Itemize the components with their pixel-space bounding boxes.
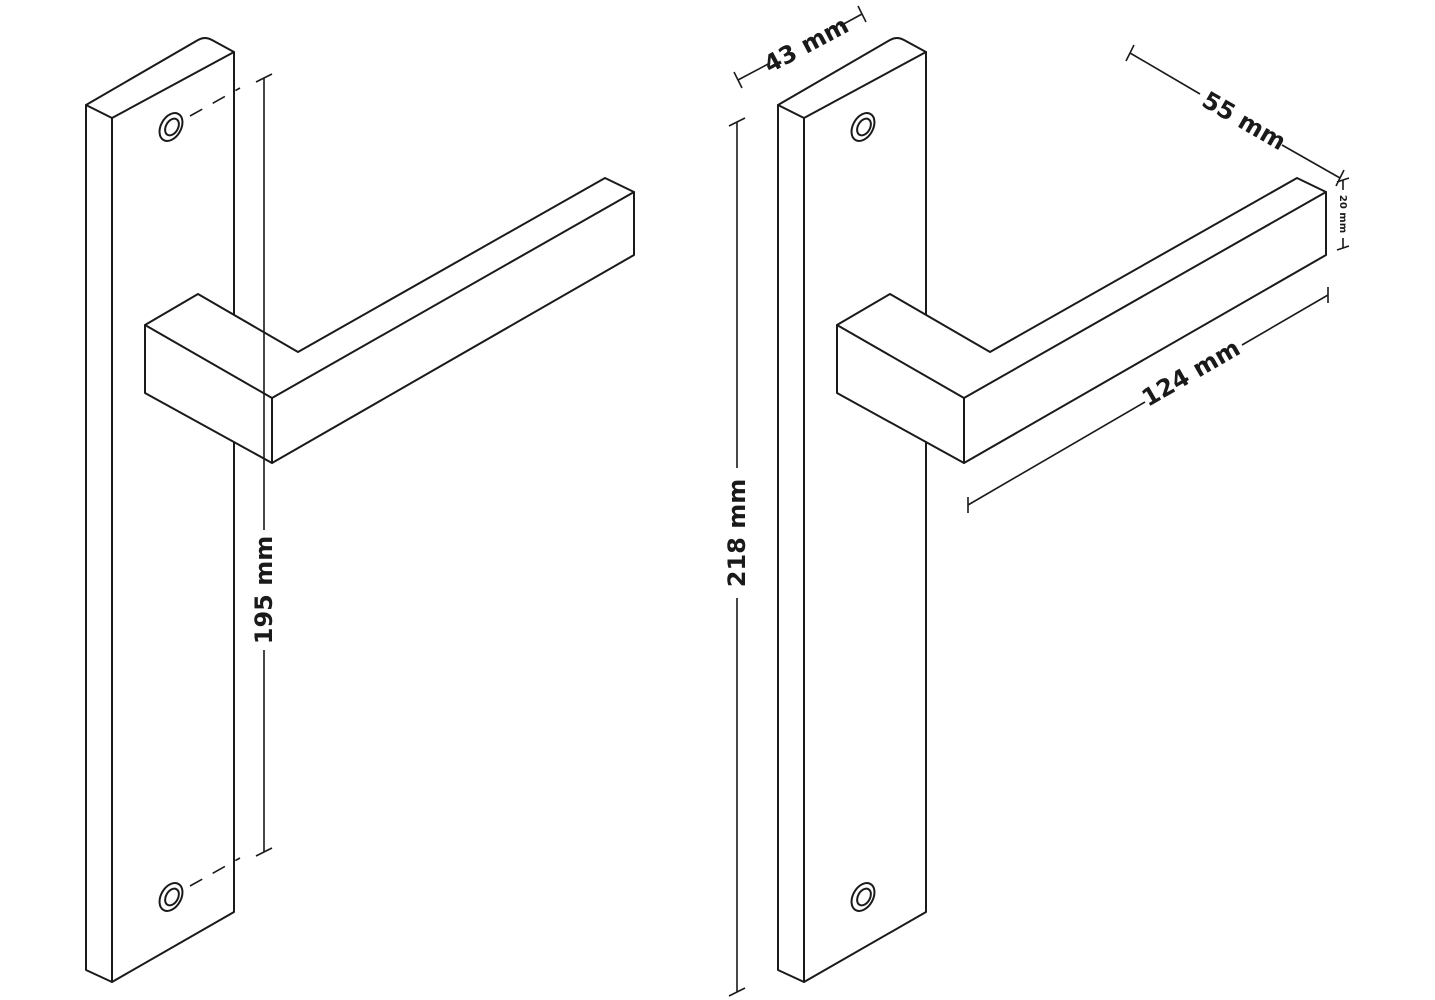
dimension-lever-thickness: 20 mm <box>1336 177 1350 251</box>
lever-thickness-label: 20 mm <box>1337 195 1348 233</box>
handle-right-view <box>777 37 1327 983</box>
handle-projection-label: 55 mm <box>1197 86 1290 156</box>
dimension-hole-spacing: 195 mm <box>189 73 278 887</box>
hole-spacing-label: 195 mm <box>250 536 278 644</box>
dimension-plate-height: 218 mm <box>723 117 751 997</box>
dimension-handle-projection: 55 mm <box>1125 44 1345 187</box>
plate-height-label: 218 mm <box>723 479 751 587</box>
handle-left-view <box>85 37 635 983</box>
